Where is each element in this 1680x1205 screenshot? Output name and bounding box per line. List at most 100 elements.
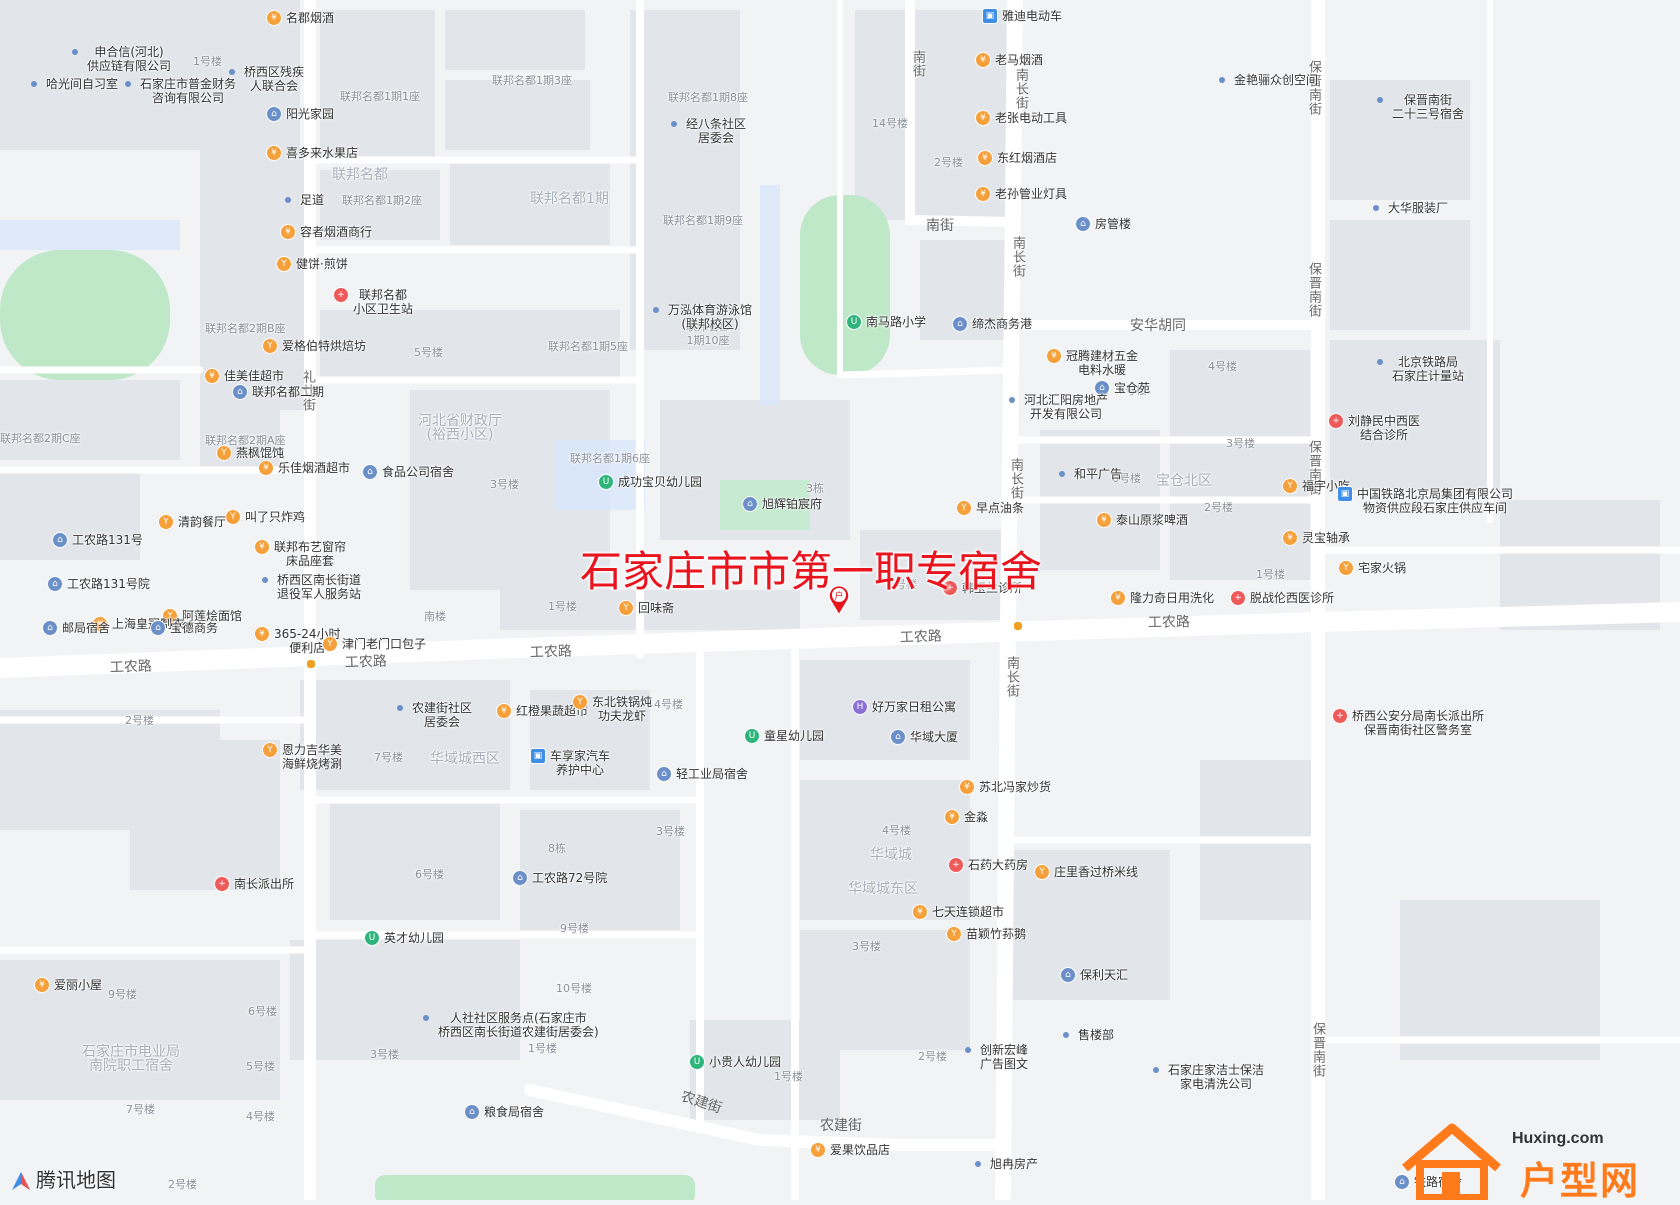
poi-label[interactable]: 保晋南街 二十三号宿舍	[1392, 93, 1465, 121]
poi-dot-icon[interactable]	[31, 81, 37, 87]
poi-label[interactable]: 联邦布艺窗帘 床品座套	[274, 540, 347, 568]
poi-label[interactable]: 东北铁锅炖 功夫龙虾	[592, 695, 653, 723]
poi-food-icon[interactable]: Y	[276, 256, 292, 272]
poi-label[interactable]: 燕枫馄饨	[236, 446, 285, 460]
poi-label[interactable]: 泰山原浆啤酒	[1116, 513, 1189, 527]
poi-label[interactable]: 轻工业局宿舍	[676, 767, 749, 781]
poi-bld-icon[interactable]: ⌂	[150, 620, 166, 636]
poi-shop-icon[interactable]: ¥	[496, 703, 512, 719]
poi-label[interactable]: 宝仓苑	[1114, 381, 1151, 395]
poi-edu-icon[interactable]: U	[364, 930, 380, 946]
poi-label[interactable]: 脱战伦西医诊所	[1250, 591, 1335, 605]
poi-shop-icon[interactable]: ¥	[254, 626, 270, 642]
poi-bld-icon[interactable]: ⌂	[232, 384, 248, 400]
poi-dot-icon[interactable]	[1059, 471, 1065, 477]
poi-shop-icon[interactable]: ¥	[1096, 512, 1112, 528]
poi-label[interactable]: 津门老门口包子	[342, 637, 427, 651]
poi-label[interactable]: 老马烟酒	[995, 53, 1044, 67]
poi-label[interactable]: 容者烟酒商行	[300, 225, 373, 239]
poi-label[interactable]: 旭辉铂宸府	[762, 497, 823, 511]
poi-dot-icon[interactable]	[1153, 1067, 1159, 1073]
poi-label[interactable]: 叫了只炸鸡	[245, 510, 306, 524]
poi-shop-icon[interactable]: ¥	[1110, 590, 1126, 606]
poi-label[interactable]: 申合信(河北) 供应链有限公司	[87, 45, 172, 73]
poi-label[interactable]: 韩玉兰诊所	[962, 581, 1023, 595]
poi-bus-icon[interactable]: ▣	[1337, 486, 1353, 502]
poi-label[interactable]: 创新宏峰 广告图文	[980, 1043, 1029, 1071]
poi-shop-icon[interactable]: ¥	[204, 368, 220, 384]
poi-food-icon[interactable]: Y	[262, 338, 278, 354]
poi-label[interactable]: 成功宝贝幼儿园	[618, 475, 703, 489]
poi-label[interactable]: 缔杰商务港	[972, 317, 1033, 331]
poi-label[interactable]: 刘静民中西医 结合诊所	[1348, 414, 1421, 442]
poi-label[interactable]: 中国铁路北京局集团有限公司 物资供应段石家庄供应车间	[1357, 487, 1514, 515]
poi-edu-icon[interactable]: U	[744, 728, 760, 744]
poi-dot-icon[interactable]	[653, 307, 659, 313]
poi-label[interactable]: 人社社区服务点(石家庄市 桥西区南长街道农建街居委会)	[438, 1011, 599, 1039]
poi-label[interactable]: 恩力吉华美 海鲜烧烤涮	[282, 743, 343, 771]
poi-label[interactable]: 苗颖竹荪鹅	[966, 927, 1027, 941]
poi-label[interactable]: 桥西公安分局南长派出所 保晋南街社区警务室	[1352, 709, 1485, 737]
poi-shop-icon[interactable]: ¥	[912, 904, 928, 920]
location-pin-icon[interactable]: 户	[826, 584, 852, 616]
poi-label[interactable]: 食品公司宿舍	[382, 465, 455, 479]
poi-label[interactable]: 邮局宿舍	[62, 621, 111, 635]
poi-label[interactable]: 爱果饮品店	[830, 1143, 891, 1157]
poi-shop-icon[interactable]: ¥	[977, 150, 993, 166]
poi-bus-icon[interactable]: ▣	[530, 748, 546, 764]
poi-food-icon[interactable]: Y	[572, 694, 588, 710]
poi-label[interactable]: 桥西区南长街道 退役军人服务站	[277, 573, 362, 601]
poi-shop-icon[interactable]: ¥	[92, 616, 108, 632]
poi-label[interactable]: 好万家日租公寓	[872, 700, 957, 714]
poi-label[interactable]: 和平广告	[1074, 467, 1123, 481]
poi-dot-icon[interactable]	[285, 197, 291, 203]
poi-label[interactable]: 健饼·煎饼	[296, 257, 348, 271]
poi-shop-icon[interactable]: ¥	[34, 977, 50, 993]
poi-shop-icon[interactable]: ¥	[258, 460, 274, 476]
poi-label[interactable]: 宝德商务	[170, 621, 219, 635]
poi-food-icon[interactable]: Y	[322, 636, 338, 652]
poi-bld-icon[interactable]: ⌂	[512, 870, 528, 886]
poi-shop-icon[interactable]: ¥	[975, 52, 991, 68]
poi-label[interactable]: 老张电动工具	[995, 111, 1068, 125]
poi-dot-icon[interactable]	[965, 1047, 971, 1053]
poi-label[interactable]: 苏北冯家炒货	[979, 780, 1052, 794]
poi-label[interactable]: 早点油条	[976, 501, 1025, 515]
poi-shop-icon[interactable]: ¥	[944, 809, 960, 825]
poi-label[interactable]: 南长派出所	[234, 877, 295, 891]
poi-med-icon[interactable]: +	[942, 580, 958, 596]
poi-label[interactable]: 阳光家园	[286, 107, 335, 121]
poi-med-icon[interactable]: +	[214, 876, 230, 892]
poi-label[interactable]: 工农路131号	[72, 533, 143, 547]
poi-label[interactable]: 爱格伯特烘焙坊	[282, 339, 367, 353]
poi-label[interactable]: 大华服装厂	[1388, 201, 1449, 215]
poi-edu-icon[interactable]: U	[846, 314, 862, 330]
poi-label[interactable]: 小贵人幼儿园	[709, 1055, 782, 1069]
poi-bld-icon[interactable]: ⌂	[890, 729, 906, 745]
poi-label[interactable]: 喜多来水果店	[286, 146, 359, 160]
poi-label[interactable]: 农建街社区 居委会	[412, 701, 473, 729]
poi-label[interactable]: 哈光间自习室	[46, 77, 119, 91]
poi-label[interactable]: 金淼	[964, 810, 989, 824]
poi-shop-icon[interactable]: ¥	[810, 1142, 826, 1158]
poi-edu-icon[interactable]: U	[598, 474, 614, 490]
poi-label[interactable]: 经八条社区 居委会	[686, 117, 747, 145]
poi-bld-icon[interactable]: ⌂	[47, 576, 63, 592]
poi-bld-icon[interactable]: ⌂	[1075, 216, 1091, 232]
poi-dot-icon[interactable]	[229, 69, 235, 75]
poi-dot-icon[interactable]	[397, 705, 403, 711]
poi-dot-icon[interactable]	[1373, 205, 1379, 211]
poi-label[interactable]: 灵宝轴承	[1302, 531, 1351, 545]
poi-food-icon[interactable]: Y	[216, 445, 232, 461]
poi-label[interactable]: 保利天汇	[1080, 968, 1129, 982]
poi-med-icon[interactable]: +	[1230, 590, 1246, 606]
poi-dot-icon[interactable]	[423, 1015, 429, 1021]
poi-hotel-icon[interactable]: H	[852, 699, 868, 715]
poi-dot-icon[interactable]	[1377, 359, 1383, 365]
poi-bld-icon[interactable]: ⌂	[952, 316, 968, 332]
poi-label[interactable]: 联邦名都二期	[252, 385, 325, 399]
poi-label[interactable]: 售楼部	[1078, 1028, 1115, 1042]
poi-shop-icon[interactable]: ¥	[1046, 348, 1062, 364]
poi-shop-icon[interactable]: ¥	[959, 779, 975, 795]
